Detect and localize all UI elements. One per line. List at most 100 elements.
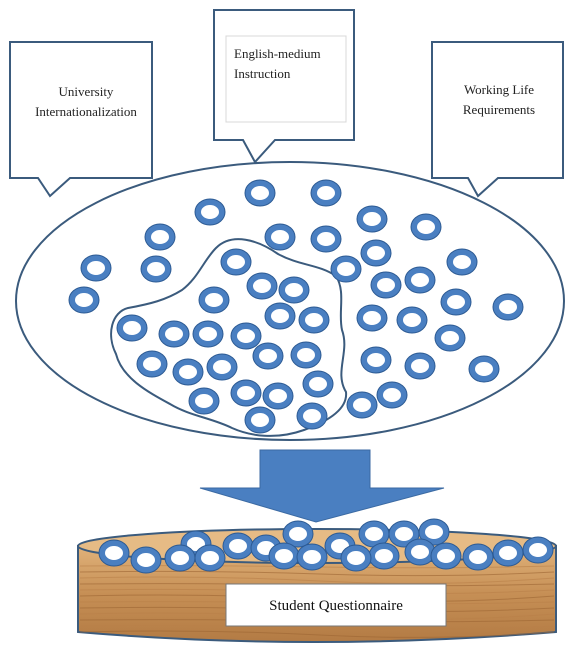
callout-right-shape — [431, 41, 564, 198]
population-ring — [397, 307, 427, 333]
callout-working-life-requirements: Working Life Requirements — [431, 41, 564, 198]
population-ring-outline — [252, 342, 284, 370]
population-ring-outline — [356, 304, 388, 332]
population-ring — [193, 321, 223, 347]
population-ring-outline — [310, 225, 342, 253]
sample-ring — [165, 545, 195, 571]
population-ring — [299, 307, 329, 333]
population-ring-outline — [468, 355, 500, 383]
population-ring — [311, 226, 341, 252]
population-ring — [291, 342, 321, 368]
population-ring — [493, 294, 523, 320]
sample-ring — [493, 540, 523, 566]
wood-grain — [79, 565, 555, 638]
population-ring — [311, 180, 341, 206]
population-ring-outline — [302, 370, 334, 398]
callout-middle-inner-box — [225, 35, 347, 123]
population-ring — [347, 392, 377, 418]
population-ring — [441, 289, 471, 315]
population-ring-outline — [356, 205, 388, 233]
population-ring-outline — [264, 302, 296, 330]
population-ring-outline — [264, 223, 296, 251]
population-ring-outline — [360, 239, 392, 267]
sample-ring-outline — [98, 539, 130, 567]
sample-ring — [99, 540, 129, 566]
population-ring-outline — [140, 255, 172, 283]
population-ring-outline — [198, 286, 230, 314]
population-ring — [231, 323, 261, 349]
population-ring — [405, 267, 435, 293]
callout-middle-line-2: Instruction — [234, 66, 291, 81]
sample-ring — [269, 543, 299, 569]
callout-right-line-2: Requirements — [463, 102, 535, 117]
population-ring-outline — [194, 198, 226, 226]
population-ring-outline — [158, 320, 190, 348]
population-ring-outline — [410, 213, 442, 241]
population-ring-outline — [80, 254, 112, 282]
population-ring — [297, 403, 327, 429]
wood-grain-line — [79, 570, 555, 577]
population-ring — [189, 388, 219, 414]
callout-english-medium-instruction: English-medium Instruction — [213, 9, 355, 164]
population-ring-outline — [244, 179, 276, 207]
population-ring-outline — [278, 276, 310, 304]
population-ring-outline — [68, 286, 100, 314]
population-ring — [265, 303, 295, 329]
population-ring — [447, 249, 477, 275]
population-ring-outline — [376, 381, 408, 409]
student-questionnaire-box: Student Questionnaire — [225, 583, 447, 627]
population-ring-outline — [296, 402, 328, 430]
population-ring-outline — [298, 306, 330, 334]
population-ring — [265, 224, 295, 250]
sample-ring-outline — [430, 542, 462, 570]
wood-grain-line — [79, 576, 555, 584]
population-ring — [371, 272, 401, 298]
sample-ring-outline — [462, 543, 494, 571]
population-ring — [263, 383, 293, 409]
population-ring-outline — [446, 248, 478, 276]
population-ring-outline — [230, 379, 262, 407]
callout-university-internationalization: University Internationalization — [9, 41, 153, 198]
sample-ring — [195, 545, 225, 571]
wood-grain-line — [79, 630, 555, 638]
population-ring-outline — [404, 266, 436, 294]
sample-ring — [419, 519, 449, 545]
callout-left-line-2: Internationalization — [35, 104, 137, 119]
sample-ring-outline — [340, 544, 372, 572]
sample-ring-outline — [130, 546, 162, 574]
questionnaire-label-box — [225, 583, 447, 627]
population-ring-outline — [290, 341, 322, 369]
sample-ring-outline — [194, 544, 226, 572]
population-ring — [245, 407, 275, 433]
population-ring — [303, 371, 333, 397]
population-ring-outline — [370, 271, 402, 299]
population-ring-outline — [360, 346, 392, 374]
population-ring — [173, 359, 203, 385]
callout-middle-shape — [213, 9, 355, 164]
population-ring-outline — [492, 293, 524, 321]
population-ring — [81, 255, 111, 281]
population-ring-outline — [116, 314, 148, 342]
population-ring-outline — [262, 382, 294, 410]
sample-ring-outline — [418, 518, 450, 546]
population-ring — [247, 273, 277, 299]
sample-ring — [283, 521, 313, 547]
population-ring — [117, 315, 147, 341]
questionnaire-label: Student Questionnaire — [269, 598, 403, 614]
population-ring — [231, 380, 261, 406]
population-ring-outline — [206, 353, 238, 381]
population-ring — [435, 325, 465, 351]
sample-ring-outline — [282, 520, 314, 548]
population-ring-outline — [346, 391, 378, 419]
population-ring-outline — [310, 179, 342, 207]
sample-ring — [131, 547, 161, 573]
down-arrow — [199, 449, 445, 523]
sample-ring — [431, 543, 461, 569]
population-ring — [221, 249, 251, 275]
callout-right-line-1: Working Life — [464, 82, 534, 97]
sample-ring — [297, 544, 327, 570]
population-ring — [377, 382, 407, 408]
population-ring — [469, 356, 499, 382]
population-ring — [331, 256, 361, 282]
